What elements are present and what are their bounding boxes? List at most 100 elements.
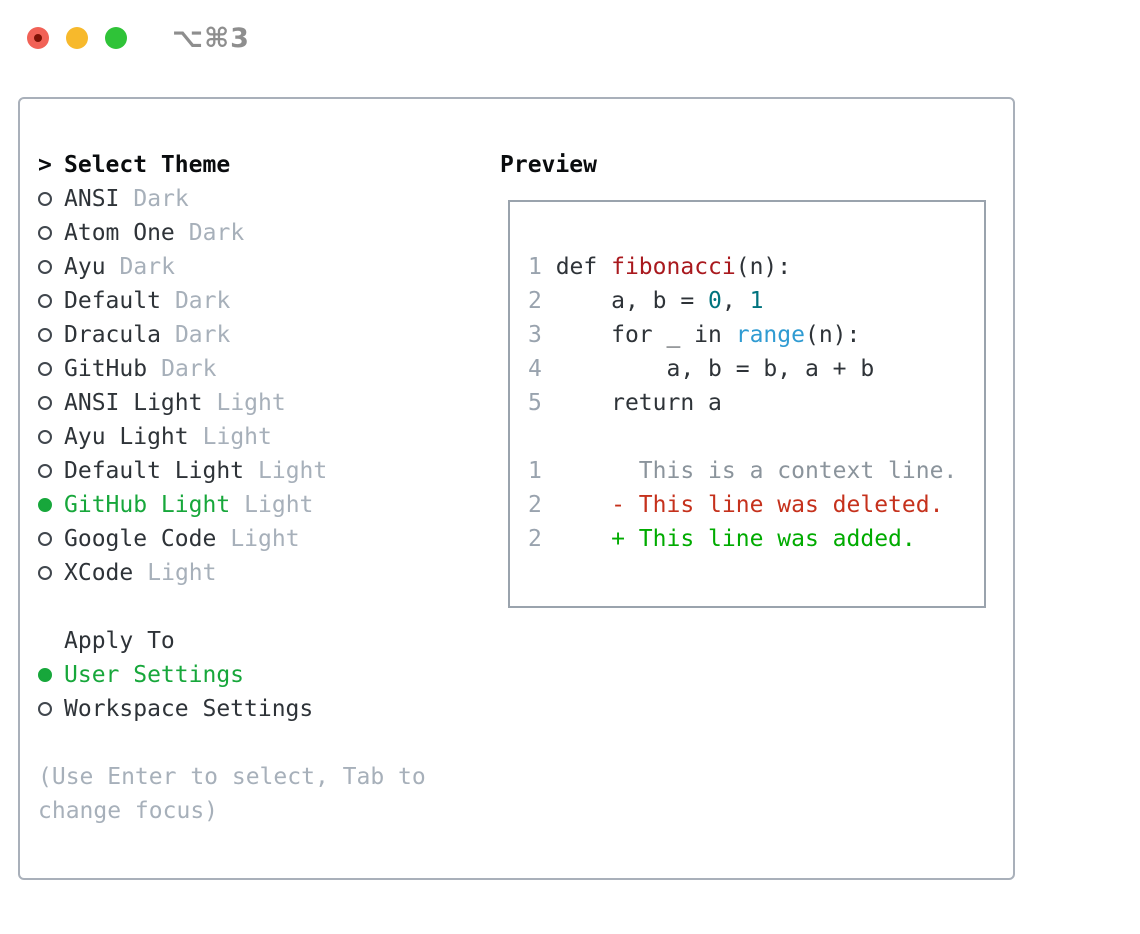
theme-variant-tag: Dark [133, 186, 189, 212]
apply-to-header: Apply To [38, 624, 500, 658]
theme-option-label: GitHub Light [64, 492, 231, 518]
theme-variant-tag: Light [216, 390, 286, 416]
theme-option-ayu-light[interactable]: Ayu Light Light [38, 420, 500, 454]
keyboard-hint: (Use Enter to select, Tab to change focu… [38, 764, 426, 824]
theme-option-label: GitHub [64, 356, 148, 382]
theme-option-ansi[interactable]: ANSI Dark [38, 182, 500, 216]
theme-option-dracula[interactable]: Dracula Dark [38, 318, 500, 352]
close-button[interactable] [27, 27, 49, 49]
line-number: 2 [528, 526, 542, 552]
line-number: 1 [528, 458, 542, 484]
radio-icon [38, 226, 52, 240]
radio-icon [38, 328, 52, 342]
theme-option-label: Ayu [64, 254, 106, 280]
theme-variant-tag: Dark [174, 288, 231, 314]
token-deleted: - This line was deleted. [541, 492, 944, 518]
theme-variant-tag: Dark [161, 356, 217, 382]
theme-option-google-code[interactable]: Google Code Light [38, 522, 500, 556]
radio-icon [38, 430, 52, 444]
theme-option-xcode[interactable]: XCode Light [38, 556, 500, 590]
theme-option-github-light[interactable]: GitHub Light Light [38, 488, 500, 522]
prompt-icon: > [38, 152, 52, 178]
radio-selected-icon [38, 498, 52, 512]
theme-option-label: XCode [64, 560, 134, 586]
radio-icon [38, 702, 52, 716]
theme-option-default[interactable]: Default Dark [38, 284, 500, 318]
minimize-button[interactable] [66, 27, 88, 49]
token-context: This is a context line. [541, 458, 958, 484]
token-code: , [721, 288, 750, 314]
preview-line: 5 return a [528, 386, 984, 420]
theme-option-label: Ayu Light [64, 424, 189, 450]
line-number: 1 [528, 254, 542, 280]
select-theme-heading: Select Theme [64, 152, 231, 178]
theme-option-default-light[interactable]: Default Light Light [38, 454, 500, 488]
window-title: ⌥⌘3 [172, 22, 250, 54]
theme-variant-tag: Light [230, 526, 300, 552]
line-number: 4 [528, 356, 542, 382]
theme-variant-tag: Light [147, 560, 217, 586]
zoom-button[interactable] [105, 27, 127, 49]
theme-option-label: ANSI Light [64, 390, 203, 416]
token-code: def [541, 254, 612, 280]
preview-line: 2 a, b = 0, 1 [528, 284, 984, 318]
line-number: 2 [528, 288, 542, 314]
token-code: for _ in [541, 322, 736, 348]
radio-icon [38, 464, 52, 478]
radio-selected-icon [38, 668, 52, 682]
line-number: 2 [528, 492, 542, 518]
theme-option-label: Google Code [64, 526, 217, 552]
radio-icon [38, 362, 52, 376]
theme-option-label: Atom One [64, 220, 175, 246]
theme-option-label: Dracula [64, 322, 161, 348]
preview-line: 1 This is a context line. [528, 454, 984, 488]
preview-line: 1 def fibonacci(n): [528, 250, 984, 284]
title-bar: ⌥⌘3 [27, 23, 250, 54]
token-builtin: range [735, 322, 805, 348]
theme-option-ayu[interactable]: Ayu Dark [38, 250, 500, 284]
preview-line: 2 + This line was added. [528, 522, 984, 556]
theme-variant-tag: Dark [174, 322, 231, 348]
line-number: 3 [528, 322, 542, 348]
token-code: (n): [735, 254, 792, 280]
theme-option-label: ANSI [64, 186, 120, 212]
theme-option-label: Default Light [64, 458, 245, 484]
radio-icon [38, 566, 52, 580]
apply-to-heading: Apply To [64, 628, 175, 654]
token-num: 1 [749, 288, 764, 314]
theme-variant-tag: Light [258, 458, 328, 484]
radio-icon [38, 396, 52, 410]
radio-icon [38, 532, 52, 546]
preview-panel: Preview 1 def fibonacci(n):2 a, b = 0, 1… [500, 148, 1013, 828]
preview-heading: Preview [500, 152, 597, 178]
token-code: a, b = b, a + b [541, 356, 875, 382]
apply-option-label: User Settings [64, 662, 245, 688]
line-number: 5 [528, 390, 542, 416]
token-num: 0 [708, 288, 722, 314]
apply-option-workspace-settings[interactable]: Workspace Settings [38, 692, 500, 726]
theme-option-label: Default [64, 288, 161, 314]
apply-option-label: Workspace Settings [64, 696, 314, 722]
token-code: (n): [804, 322, 861, 348]
radio-icon [38, 294, 52, 308]
theme-option-github[interactable]: GitHub Dark [38, 352, 500, 386]
token-func: fibonacci [611, 254, 736, 280]
radio-icon [38, 260, 52, 274]
apply-option-user-settings[interactable]: User Settings [38, 658, 500, 692]
token-code: return a [541, 390, 722, 416]
theme-option-ansi-light[interactable]: ANSI Light Light [38, 386, 500, 420]
theme-variant-tag: Light [202, 424, 272, 450]
token-added: + This line was added. [541, 526, 916, 552]
theme-variant-tag: Light [244, 492, 314, 518]
preview-line [528, 420, 984, 454]
preview-line: 3 for _ in range(n): [528, 318, 984, 352]
theme-variant-tag: Dark [119, 254, 175, 280]
